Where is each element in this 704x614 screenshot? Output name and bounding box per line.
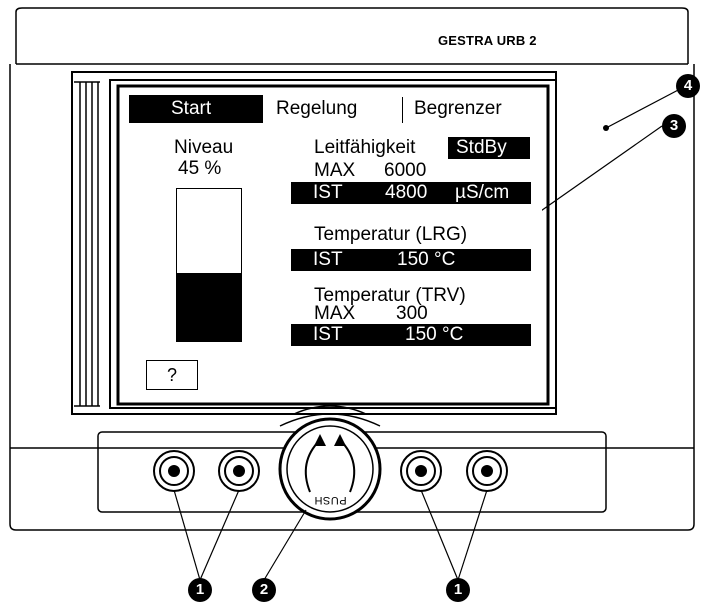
callout-3: 3: [662, 114, 686, 138]
conductivity-max-label: MAX: [314, 160, 356, 181]
callout-4: 4: [676, 74, 700, 98]
hardware-button-2[interactable]: [219, 451, 259, 491]
temp-trv-max-label: MAX: [314, 303, 356, 324]
temp-lrg-ist-bar: IST 150 °C: [291, 249, 531, 271]
temp-lrg-ist-value: 150 °C: [397, 249, 456, 270]
callout-1-right: 1: [446, 578, 470, 602]
temp-trv-ist-bar: IST 150 °C: [291, 324, 531, 346]
tab-divider: [402, 97, 403, 123]
conductivity-ist-bar: IST 4800 µS/cm: [291, 182, 531, 204]
temp-trv-ist-label: IST: [313, 324, 343, 345]
conductivity-unit: µS/cm: [455, 182, 510, 203]
tab-start[interactable]: Start: [129, 95, 263, 123]
hardware-button-3[interactable]: [401, 451, 441, 491]
level-label: Niveau: [174, 137, 234, 158]
callout-1-left: 1: [188, 578, 212, 602]
tab-begrenzer[interactable]: Begrenzer: [414, 98, 502, 119]
conductivity-ist-value: 4800: [385, 182, 428, 203]
display-screen: Start Regelung Begrenzer Niveau 45 % Lei…: [124, 92, 542, 399]
level-gauge-fill: [177, 272, 241, 341]
temp-lrg-title: Temperatur (LRG): [314, 224, 468, 245]
help-button[interactable]: ?: [146, 360, 198, 390]
temp-lrg-ist-label: IST: [313, 249, 343, 270]
level-gauge: [176, 188, 242, 342]
level-value: 45 %: [178, 158, 222, 179]
tab-regelung[interactable]: Regelung: [276, 98, 358, 119]
hardware-button-1[interactable]: [154, 451, 194, 491]
callout-2: 2: [252, 578, 276, 602]
conductivity-ist-label: IST: [313, 182, 343, 203]
mode-badge: StdBy: [448, 137, 530, 159]
temp-trv-ist-value: 150 °C: [405, 324, 464, 345]
hardware-button-4[interactable]: [467, 451, 507, 491]
temp-trv-max-value: 300: [396, 303, 428, 324]
brand-label: GESTRA URB 2: [438, 33, 537, 48]
temp-trv-title: Temperatur (TRV): [314, 285, 466, 306]
conductivity-max-value: 6000: [384, 160, 427, 181]
conductivity-title: Leitfähigkeit: [314, 137, 416, 158]
rotary-push-knob[interactable]: [280, 419, 380, 519]
